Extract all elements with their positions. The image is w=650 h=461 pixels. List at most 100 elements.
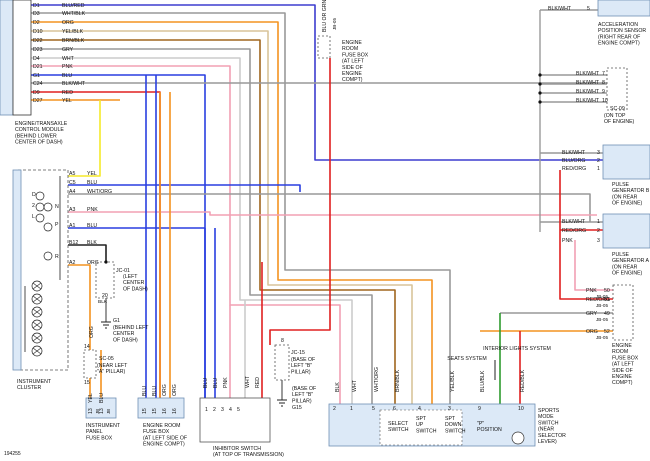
sports-mode-label: SELECTOR: [538, 433, 566, 439]
jc15-name: JC-15: [291, 350, 305, 356]
pulse-a-wire: RED/ORG: [562, 228, 586, 234]
gear-R: R: [55, 254, 59, 260]
ecm-wire-yel: YEL: [62, 98, 72, 104]
cluster-pin-C5: C5: [69, 180, 76, 186]
seats-system: SEATS SYSTEM: [447, 356, 486, 362]
g1-label: CENTER: [113, 331, 135, 337]
g15-label: PILLAR): [292, 398, 312, 404]
bottom-fuse-box: [137, 397, 185, 419]
ip-fuse-label: PANEL: [86, 429, 103, 435]
sc09-wire: BLK/WHT: [576, 80, 600, 86]
sm-pin: 2: [333, 406, 336, 412]
sports-switch-inner: [379, 409, 463, 446]
cluster-label: CLUSTER: [17, 385, 41, 391]
top-fuse-label: ENGINE: [342, 71, 362, 77]
sc05-pin15: 15: [84, 380, 90, 386]
figure-id: 194255: [4, 451, 21, 457]
rf-conn: JB-05: [596, 294, 608, 299]
ecm-pin-D3: D3: [33, 11, 40, 17]
rf-label: SIDE OF: [612, 368, 633, 374]
pulse-a-wire: PNK: [562, 238, 573, 244]
rf-wire: RED/ORG: [586, 297, 610, 303]
rf-pin: 50: [604, 288, 610, 294]
sports-mode-label: (NEAR: [538, 427, 554, 433]
ecm-wire-red: RED: [62, 90, 73, 96]
sm-pin: 4: [418, 406, 421, 412]
ecm-label: (BEHIND LOWER: [15, 133, 57, 139]
inhib-top-wire: PNK: [223, 377, 229, 388]
inhib-top-wire: BLU: [203, 378, 209, 388]
ecm-wire-blkwht: BLK/WHT: [62, 81, 86, 87]
ecm-wire-pnk: PNK: [62, 64, 73, 70]
top-fuse-conn: JB-05: [332, 18, 337, 30]
wire-brn-blk: [31, 39, 396, 404]
bot-fuse-wire: BLU: [152, 386, 158, 396]
p-position-label: POSITION: [477, 427, 502, 433]
accel-sensor: [597, 0, 650, 17]
cluster-wire-org: ORG: [87, 260, 99, 266]
inhib-top-wire: BLU: [213, 378, 219, 388]
jc15-label: (BASE OF: [291, 357, 315, 363]
cluster-connector-strip: [12, 169, 22, 371]
sc05-name: SC-05: [99, 356, 114, 362]
inhibitor-label: INHIBITOR SWITCH: [213, 446, 261, 452]
sc09-label: OF ENGINE): [604, 119, 635, 125]
pulse-b-wire: BLU/ORG: [562, 158, 585, 164]
ecm-label: ENGINE/TRANSAXLE: [15, 121, 68, 127]
bot-fuse-wire: ORG: [172, 384, 178, 396]
select-switch-label: SWITCH: [388, 427, 409, 433]
jc01-name: JC-01: [116, 268, 130, 274]
pulse-a-label: OF ENGINE): [612, 271, 643, 277]
ip-fuse-wire: YEL: [88, 393, 94, 403]
wire-wht: [31, 57, 353, 404]
accel-label: ENGINE COMPT): [598, 41, 640, 47]
cluster-pin-A4: A4: [69, 189, 75, 195]
g1-label: OF DASH): [113, 337, 138, 343]
cluster-pin-A1: A1: [69, 223, 75, 229]
sc09-pin: 9: [602, 89, 605, 95]
sc09-pin: 7: [602, 71, 605, 77]
cluster-label: INSTRUMENT: [17, 379, 52, 385]
ecm-wire-gry: GRY: [62, 47, 74, 53]
cluster-pin-B12: B12: [69, 240, 78, 246]
sc09-wire: BLK/WHT: [576, 71, 600, 77]
sm-pin: 5: [372, 406, 375, 412]
g15-label: (BASE OF: [292, 386, 316, 392]
ecm-label: CENTER OF DASH): [15, 140, 63, 146]
ecm-pin-D23: D23: [33, 47, 43, 53]
pulse-b-label: OF ENGINE): [612, 201, 643, 207]
rf-pin: 49: [604, 311, 610, 317]
cluster-lamp-x: [32, 334, 42, 342]
sc09-wire: BLK/WHT: [576, 98, 600, 104]
pulse-gen-b: [602, 144, 650, 180]
sm-pin: 3: [448, 406, 451, 412]
splice-b12: [104, 260, 108, 264]
pulse-a-label: (ON REAR: [612, 264, 638, 270]
gear-lamp: [43, 251, 53, 261]
g15-ground: [277, 380, 287, 407]
jc01-label: OF DASH): [123, 286, 148, 292]
sm-wire: BRN/BLK: [395, 369, 401, 392]
wire-fuse-org: [159, 92, 171, 398]
gear-D: D: [32, 192, 36, 198]
jc01-label: CENTER: [123, 280, 145, 286]
g15-label: LEFT "B": [292, 392, 313, 398]
ecm-pin-D1: D1: [33, 3, 40, 9]
g1-label: (BEHIND LEFT: [113, 325, 149, 331]
accel-label: POSITION SENSOR: [598, 28, 646, 34]
jc15-box: [274, 344, 290, 381]
ecm-wire-wht: WHT: [62, 56, 75, 62]
ecm-pin-C24: C24: [33, 81, 43, 87]
rf-label: (AT LEFT: [612, 362, 635, 368]
wire-wht-blk: [31, 12, 451, 404]
sc05-label: (NEAR LEFT: [97, 363, 128, 369]
ecm-pin-D2: D2: [33, 20, 40, 26]
bot-fuse-label: ENGINE ROOM: [143, 423, 180, 429]
ecm-pin-D9: D9: [33, 90, 40, 96]
ip-fuse-label: INSTRUMENT: [86, 423, 121, 429]
splice-bw: [538, 100, 542, 104]
ip-fuse-conn: JB: [95, 409, 100, 414]
ip-fuse-pin: 13: [88, 408, 94, 414]
